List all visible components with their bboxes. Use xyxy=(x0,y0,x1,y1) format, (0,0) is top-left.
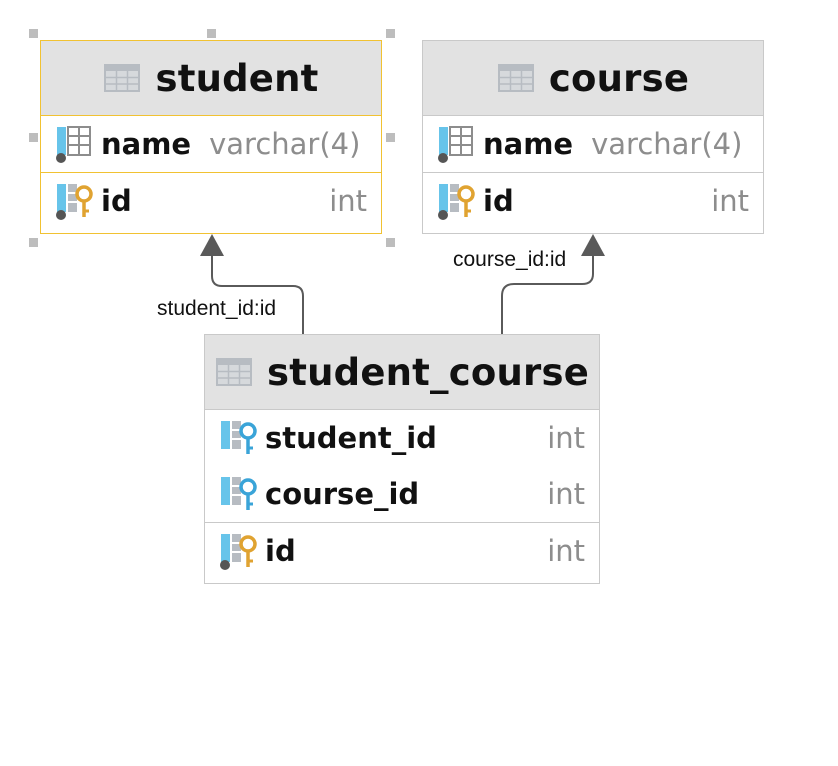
table-header: course xyxy=(423,41,763,116)
table-title: student xyxy=(155,56,319,100)
column-row[interactable]: name varchar(4) xyxy=(41,116,381,172)
selection-handle-bottom-left[interactable] xyxy=(29,238,38,247)
table-student-course[interactable]: student_course student_id int xyxy=(204,334,600,584)
column-row[interactable]: student_id int xyxy=(205,410,599,466)
foreign-key-icon xyxy=(221,477,257,510)
table-icon xyxy=(497,64,534,92)
column-row[interactable]: id int xyxy=(41,172,381,228)
column-name: id xyxy=(101,183,132,218)
column-row[interactable]: id int xyxy=(423,172,763,228)
arrow-head-student xyxy=(200,234,224,256)
table-title: student_course xyxy=(266,350,589,394)
column-row[interactable]: name varchar(4) xyxy=(423,116,763,172)
foreign-key-icon xyxy=(221,421,257,454)
arrow-head-course xyxy=(581,234,605,256)
column-type: int xyxy=(711,183,749,218)
column-name: name xyxy=(483,127,574,161)
column-row[interactable]: course_id int xyxy=(205,466,599,522)
selection-handle-middle-left[interactable] xyxy=(29,133,38,142)
column-name: id xyxy=(483,183,514,218)
column-row[interactable]: id int xyxy=(205,522,599,578)
column-name: id xyxy=(265,533,296,568)
relation-edge-student[interactable] xyxy=(211,254,304,334)
primary-key-icon xyxy=(438,183,475,220)
relation-edge-course[interactable] xyxy=(501,254,594,334)
table-header: student xyxy=(41,41,381,116)
column-icon xyxy=(56,126,91,163)
column-type: int xyxy=(329,183,367,218)
column-name: name xyxy=(101,127,192,161)
selection-handle-middle-right[interactable] xyxy=(386,133,395,142)
table-course[interactable]: course name varchar(4) xyxy=(422,40,764,234)
column-name: student_id xyxy=(265,421,437,455)
column-type: varchar(4) xyxy=(591,127,743,161)
table-icon xyxy=(104,64,141,92)
column-type: varchar(4) xyxy=(209,127,361,161)
table-header: student_course xyxy=(205,335,599,410)
selection-handle-top-right[interactable] xyxy=(386,29,395,38)
primary-key-icon xyxy=(220,533,257,570)
selection-handle-top-left[interactable] xyxy=(29,29,38,38)
column-icon xyxy=(438,126,473,163)
table-title: course xyxy=(548,56,690,100)
table-student[interactable]: student name varchar(4) xyxy=(40,40,382,234)
selection-handle-top-center[interactable] xyxy=(207,29,216,38)
table-icon xyxy=(215,358,252,386)
column-name: course_id xyxy=(265,477,420,511)
relation-label-course: course_id:id xyxy=(453,248,567,271)
column-type: int xyxy=(547,421,585,455)
primary-key-icon xyxy=(56,183,93,220)
column-type: int xyxy=(547,477,585,511)
selection-handle-bottom-right[interactable] xyxy=(386,238,395,247)
column-type: int xyxy=(547,533,585,568)
relation-label-student: student_id:id xyxy=(157,297,277,320)
